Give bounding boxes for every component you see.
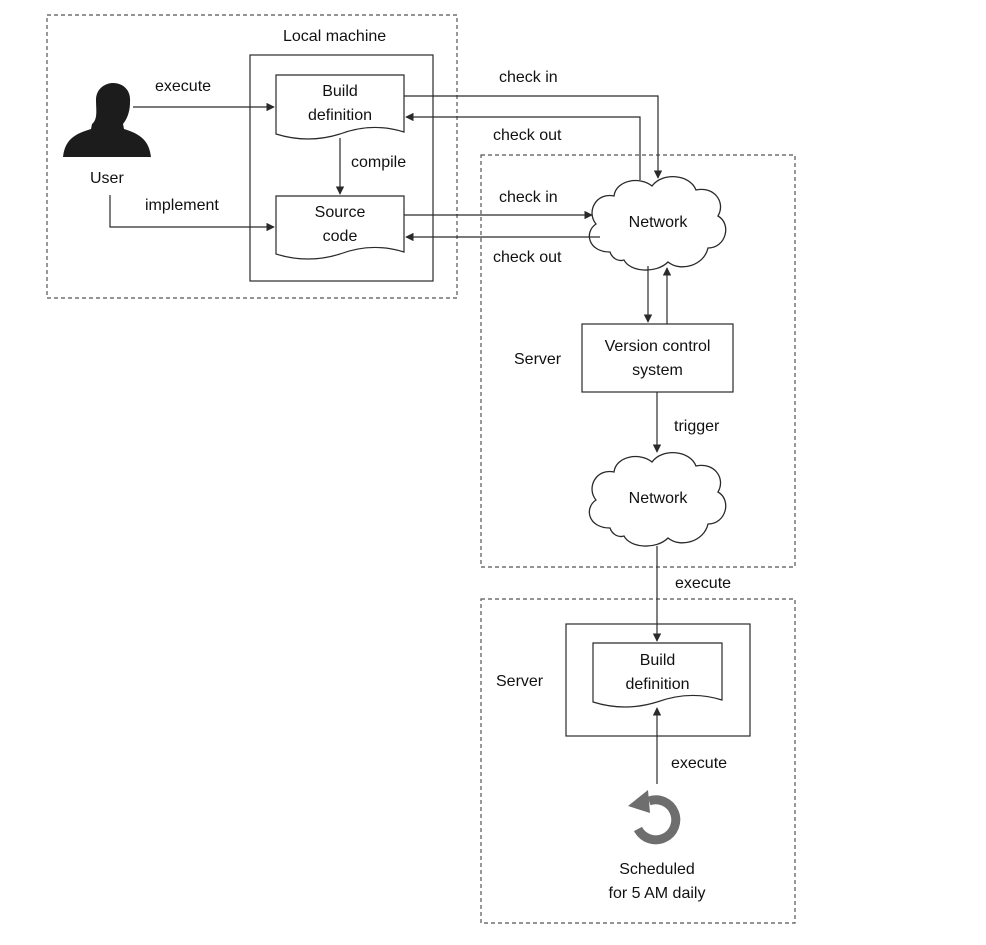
local-machine-box <box>249 54 434 282</box>
network-1-label: Network <box>628 214 688 231</box>
server-region-build <box>480 598 796 924</box>
source-code-line2: code <box>322 228 358 245</box>
build-definition-local-label: Build definition <box>276 80 404 128</box>
user-label: User <box>90 170 124 187</box>
edge-label-execute-top: execute <box>155 78 212 95</box>
schedule-line1: Scheduled <box>619 861 695 878</box>
edge-label-trigger: trigger <box>674 418 720 435</box>
vcs-line1: Version control <box>604 338 711 355</box>
local-machine-region <box>46 14 458 299</box>
server-build-outer-box <box>565 623 751 737</box>
server-1-label: Server <box>514 351 562 368</box>
edge-label-implement: implement <box>145 197 219 214</box>
build-definition-server-line2: definition <box>625 676 690 693</box>
edge-label-execute-mid: execute <box>675 575 732 592</box>
build-definition-server-label: Build definition <box>593 649 722 697</box>
network-cloud-1 <box>588 176 727 271</box>
edge-check-in-build <box>404 95 663 179</box>
source-code-line1: Source <box>314 204 366 221</box>
user-icon <box>63 83 151 157</box>
schedule-icon <box>628 790 681 845</box>
source-code-label: Source code <box>276 201 404 249</box>
vcs-label: Version control system <box>582 335 733 383</box>
vcs-line2: system <box>632 362 683 379</box>
edge-label-check-out-1: check out <box>493 127 562 144</box>
schedule-line2: for 5 AM daily <box>608 885 706 902</box>
build-definition-local-line2: definition <box>307 107 373 124</box>
edge-label-check-out-2: check out <box>493 249 562 266</box>
edge-check-out-build <box>405 112 641 180</box>
schedule-label: Scheduled for 5 AM daily <box>587 858 727 906</box>
build-definition-server-line1: Build <box>639 652 676 669</box>
local-machine-title: Local machine <box>283 28 387 45</box>
build-definition-local-shape <box>275 74 405 140</box>
edge-label-compile: compile <box>351 154 407 171</box>
network-cloud-2 <box>588 452 727 547</box>
network-2-label: Network <box>628 490 688 507</box>
edge-label-check-in-1: check in <box>499 69 558 86</box>
vcs-box <box>581 323 734 393</box>
edge-label-check-in-2: check in <box>499 189 558 206</box>
build-definition-local-line1: Build <box>322 83 358 100</box>
server-2-label: Server <box>496 673 544 690</box>
source-code-shape <box>275 195 405 260</box>
edge-implement <box>109 195 275 232</box>
server-region-vcs <box>480 154 796 568</box>
build-definition-server-shape <box>592 642 723 708</box>
edge-label-execute-bottom: execute <box>671 755 728 772</box>
